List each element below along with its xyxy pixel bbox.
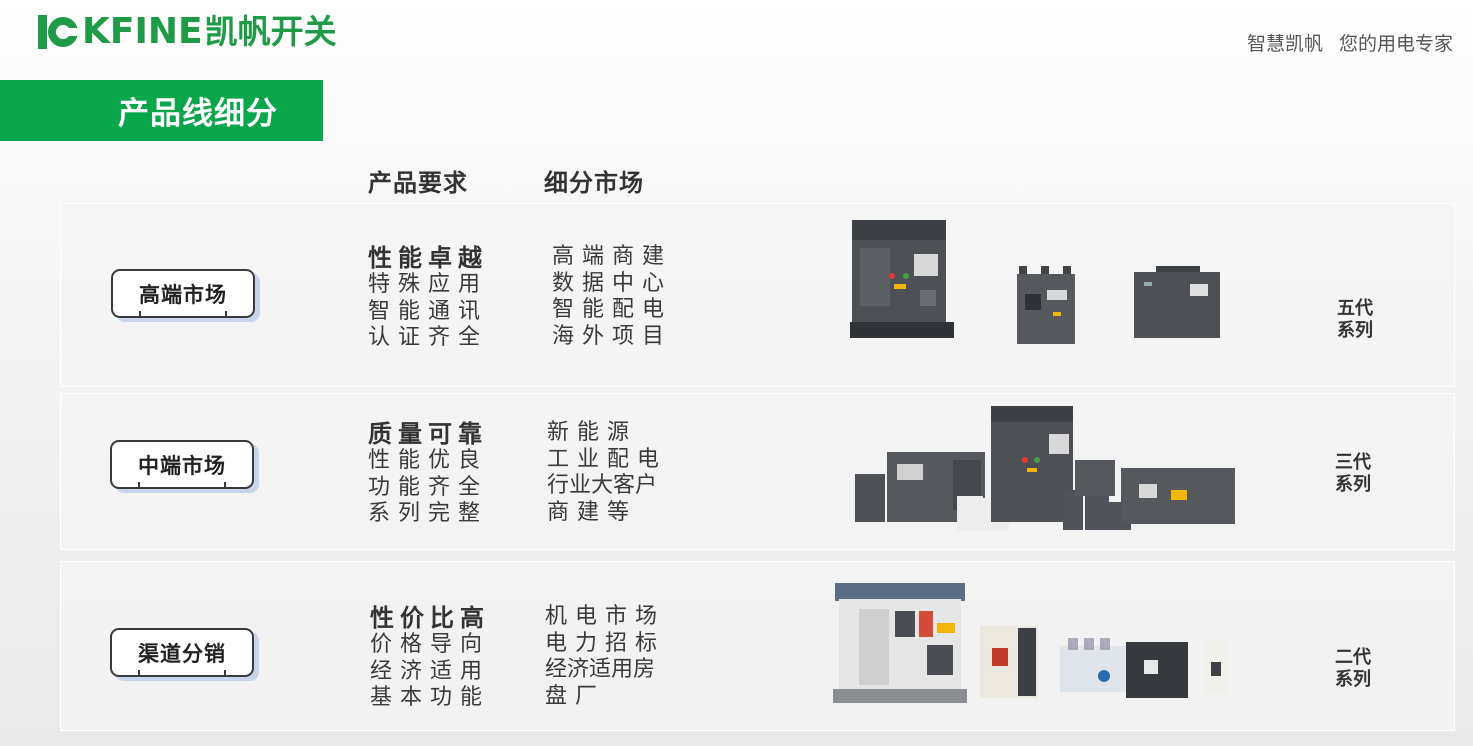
requirement-line: 智能通讯 [368, 298, 489, 324]
section-title-banner: 产品线细分 [0, 80, 323, 141]
row-mid-end [60, 393, 1455, 550]
product-group-gen3 [853, 404, 1238, 534]
market-line: 高端商建 [552, 244, 673, 269]
tag-label: 高端市场 [139, 282, 227, 307]
series-generation: 五代 [1337, 298, 1373, 319]
requirement-block: 性价比高 价格导向 经济适用 基本功能 [370, 604, 490, 712]
tag-high-end: 高端市场 [111, 269, 255, 318]
product-mcb-gen2 [1201, 638, 1231, 696]
market-line: 经济适用房 [545, 657, 656, 682]
series-label: 五代 系列 [1337, 298, 1373, 342]
product-acb-gen5 [850, 218, 954, 340]
market-line: 数据中心 [552, 270, 673, 296]
market-line: 新能源 [547, 420, 638, 445]
series-label: 二代 系列 [1335, 647, 1371, 691]
requirement-block: 性能卓越 特殊应用 智能通讯 认证齐全 [368, 244, 488, 352]
market-block: 机电市场 电力招标 经济适用房 盘厂 [545, 604, 665, 710]
requirement-block: 质量可靠 性能优良 功能齐全 系列完整 [368, 420, 488, 528]
requirement-line: 性能优良 [368, 448, 489, 473]
product-mccb-gen2 [978, 624, 1040, 700]
product-mccb-gen5 [1015, 266, 1077, 346]
brand-logo: KFINE 凯帆开关 [38, 12, 337, 52]
requirement-title: 性价比高 [370, 604, 490, 632]
series-label: 三代 系列 [1335, 452, 1371, 496]
tag-label: 渠道分销 [138, 641, 226, 666]
slogan: 智慧凯帆您的用电专家 [1247, 29, 1453, 56]
market-line: 盘厂 [545, 683, 606, 709]
tag-mid-end: 中端市场 [110, 440, 254, 489]
requirement-line: 经济适用 [370, 658, 491, 684]
row-high-end [60, 203, 1455, 387]
row-channel [60, 561, 1455, 731]
requirement-line: 认证齐全 [368, 325, 489, 350]
series-generation: 二代 [1335, 647, 1371, 668]
requirement-title: 性能卓越 [368, 244, 488, 272]
market-line: 电力招标 [545, 630, 666, 656]
market-line: 工业配电 [547, 446, 668, 472]
market-line: 机电市场 [545, 604, 666, 629]
product-acb-gen2 [833, 581, 967, 705]
market-line: 行业大客户 [547, 473, 658, 498]
product-enclosure-gen5 [1130, 266, 1225, 342]
market-block: 新能源 工业配电 行业大客户 商建等 [547, 420, 667, 526]
series-word: 系列 [1337, 320, 1373, 341]
column-header-market: 细分市场 [544, 169, 644, 197]
requirement-line: 功能齐全 [368, 474, 489, 500]
kfine-logo-icon [38, 15, 80, 49]
requirement-line: 特殊应用 [368, 272, 489, 297]
requirement-line: 系列完整 [368, 501, 489, 526]
market-line: 智能配电 [552, 297, 673, 322]
brand-name-cn: 凯帆开关 [204, 12, 337, 51]
tag-label: 中端市场 [138, 453, 226, 478]
column-header-requirement: 产品要求 [368, 169, 468, 197]
slogan-part-1: 智慧凯帆 [1246, 33, 1323, 55]
market-line: 海外项目 [552, 323, 673, 349]
tag-channel: 渠道分销 [110, 628, 254, 677]
section-title: 产品线细分 [118, 96, 278, 132]
market-line: 商建等 [547, 499, 638, 525]
requirement-title: 质量可靠 [368, 420, 488, 448]
series-word: 系列 [1335, 669, 1371, 690]
series-word: 系列 [1335, 474, 1371, 495]
market-block: 高端商建 数据中心 智能配电 海外项目 [552, 244, 672, 350]
requirement-line: 价格导向 [370, 632, 491, 657]
product-ats-gen2 [1058, 636, 1190, 702]
slogan-part-2: 您的用电专家 [1338, 33, 1453, 55]
series-generation: 三代 [1335, 452, 1371, 473]
brand-wordmark: KFINE [82, 11, 203, 52]
requirement-line: 基本功能 [370, 685, 491, 710]
